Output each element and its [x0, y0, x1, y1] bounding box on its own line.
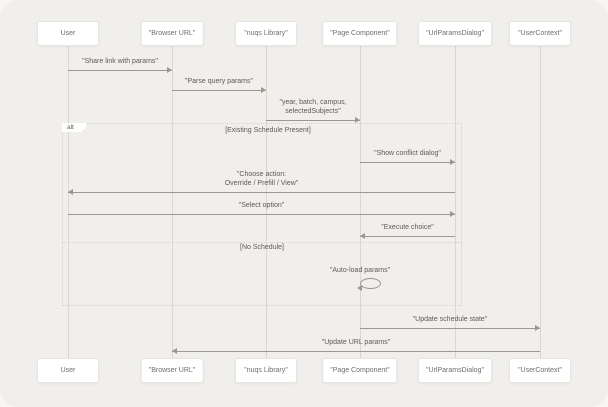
message-line — [68, 70, 172, 71]
alt-section-condition: [Existing Schedule Present] — [225, 127, 311, 134]
message-arrowhead-icon — [355, 117, 360, 123]
message-line — [360, 162, 455, 163]
message-line — [172, 90, 266, 91]
participant-lifeline — [360, 46, 361, 358]
participant-lifeline — [266, 46, 267, 358]
message-arrowhead-icon — [261, 87, 266, 93]
message-arrowhead-icon — [450, 211, 455, 217]
alt-frame-divider — [63, 242, 461, 243]
message-arrowhead-icon — [450, 159, 455, 165]
message-label: "Share link with params" — [82, 58, 158, 65]
participant-box-bottom: "nuqs Library" — [235, 358, 297, 383]
participant-box-top: "nuqs Library" — [235, 21, 297, 46]
message-arrowhead-icon — [360, 233, 365, 239]
message-line — [68, 192, 455, 193]
message-line — [266, 120, 360, 121]
alt-frame-label: alt — [62, 123, 86, 132]
message-label: "Select option" — [238, 202, 285, 209]
self-message-loop — [360, 278, 381, 289]
message-line — [172, 351, 540, 352]
participant-box-bottom: User — [37, 358, 99, 383]
participant-box-top: "UserContext" — [509, 21, 571, 46]
self-message-arrowhead-icon — [357, 285, 362, 291]
participant-lifeline — [540, 46, 541, 358]
message-label: "Parse query params" — [185, 78, 253, 85]
message-line — [360, 236, 455, 237]
message-line — [68, 214, 455, 215]
participant-box-bottom: "UrlParamsDialog" — [418, 358, 492, 383]
message-label: "Update URL params" — [321, 339, 391, 346]
message-arrowhead-icon — [535, 325, 540, 331]
participant-box-top: "Page Component" — [322, 21, 398, 46]
message-label: "Choose action: Override / Prefill / Vie… — [224, 171, 299, 187]
message-arrowhead-icon — [172, 348, 177, 354]
participant-box-bottom: "UserContext" — [509, 358, 571, 383]
message-label: "Update schedule state" — [412, 316, 488, 323]
participant-box-bottom: "Page Component" — [322, 358, 398, 383]
message-arrowhead-icon — [167, 67, 172, 73]
message-label: "Show conflict dialog" — [374, 150, 441, 157]
message-line — [360, 328, 540, 329]
participant-box-bottom: "Browser URL" — [140, 358, 204, 383]
participant-lifeline — [172, 46, 173, 358]
participant-lifeline — [455, 46, 456, 358]
participant-box-top: "Browser URL" — [140, 21, 204, 46]
alt-section-condition: [No Schedule] — [240, 244, 284, 251]
message-label: "Execute choice" — [381, 224, 434, 231]
message-label: "Auto-load params" — [329, 267, 391, 274]
participant-box-top: "UrlParamsDialog" — [418, 21, 492, 46]
participant-lifeline — [68, 46, 69, 358]
message-arrowhead-icon — [68, 189, 73, 195]
message-label: "year, batch, campus, selectedSubjects" — [279, 99, 347, 115]
participant-box-top: User — [37, 21, 99, 46]
alt-frame — [62, 123, 462, 306]
